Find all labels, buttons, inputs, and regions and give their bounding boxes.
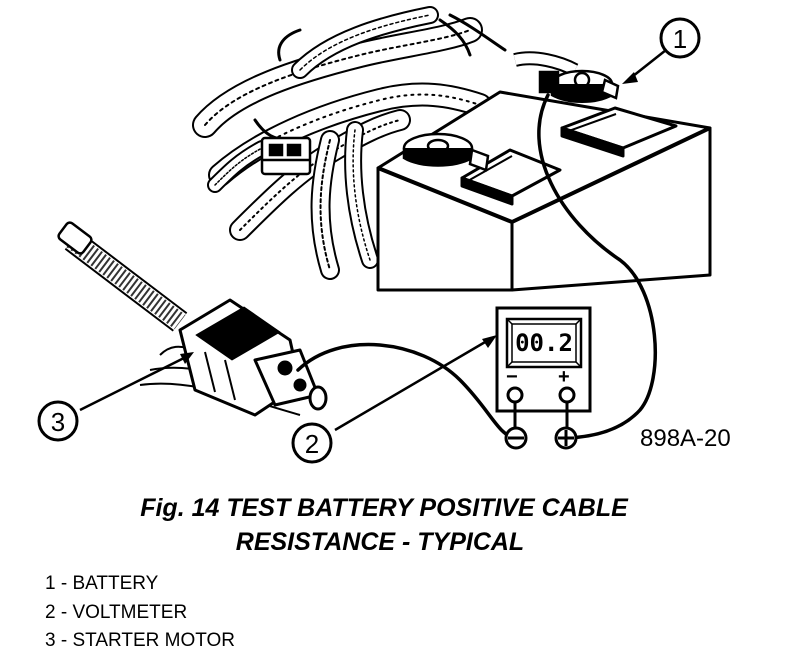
meter-lead-wires [513,402,569,428]
diagram-illustration: 00.2 − + 1 2 3 898A [37,6,731,464]
callout-3: 3 [37,352,194,442]
callout-1: 1 [622,17,701,84]
callout-2-number: 2 [305,429,319,459]
figure-caption-line-1: Fig. 14 TEST BATTERY POSITIVE CABLE [140,494,628,522]
negative-jack [506,386,524,404]
voltmeter-display-value: 00.2 [515,329,573,357]
battery [376,90,712,292]
legend-item-voltmeter: 2 - VOLTMETER [45,601,188,623]
positive-test-lead [537,93,657,440]
callout-3-number: 3 [51,407,65,437]
voltmeter-plus-label: + [558,366,570,388]
callout-1-number: 1 [673,24,687,54]
negative-test-lead [296,342,517,440]
voltmeter-minus-label: − [506,366,518,388]
battery-positive-terminal [513,51,620,103]
figure-caption-line-2: RESISTANCE - TYPICAL [235,528,525,556]
legend: 1 - BATTERY 2 - VOLTMETER 3 - STARTER MO… [45,570,235,656]
wiring-harness [192,6,507,280]
test-leads [296,93,657,440]
callout-2: 2 [291,335,497,464]
positive-jack [558,386,576,404]
starter-motor [57,221,328,417]
legend-item-battery: 1 - BATTERY [45,573,159,594]
figure-code: 898A-20 [640,425,731,452]
connector-block [260,136,312,176]
positive-probe [554,426,578,450]
battery-negative-terminal [402,132,490,172]
legend-item-starter-motor: 3 - STARTER MOTOR [45,630,236,651]
voltmeter [495,306,592,413]
negative-probe [504,426,528,450]
